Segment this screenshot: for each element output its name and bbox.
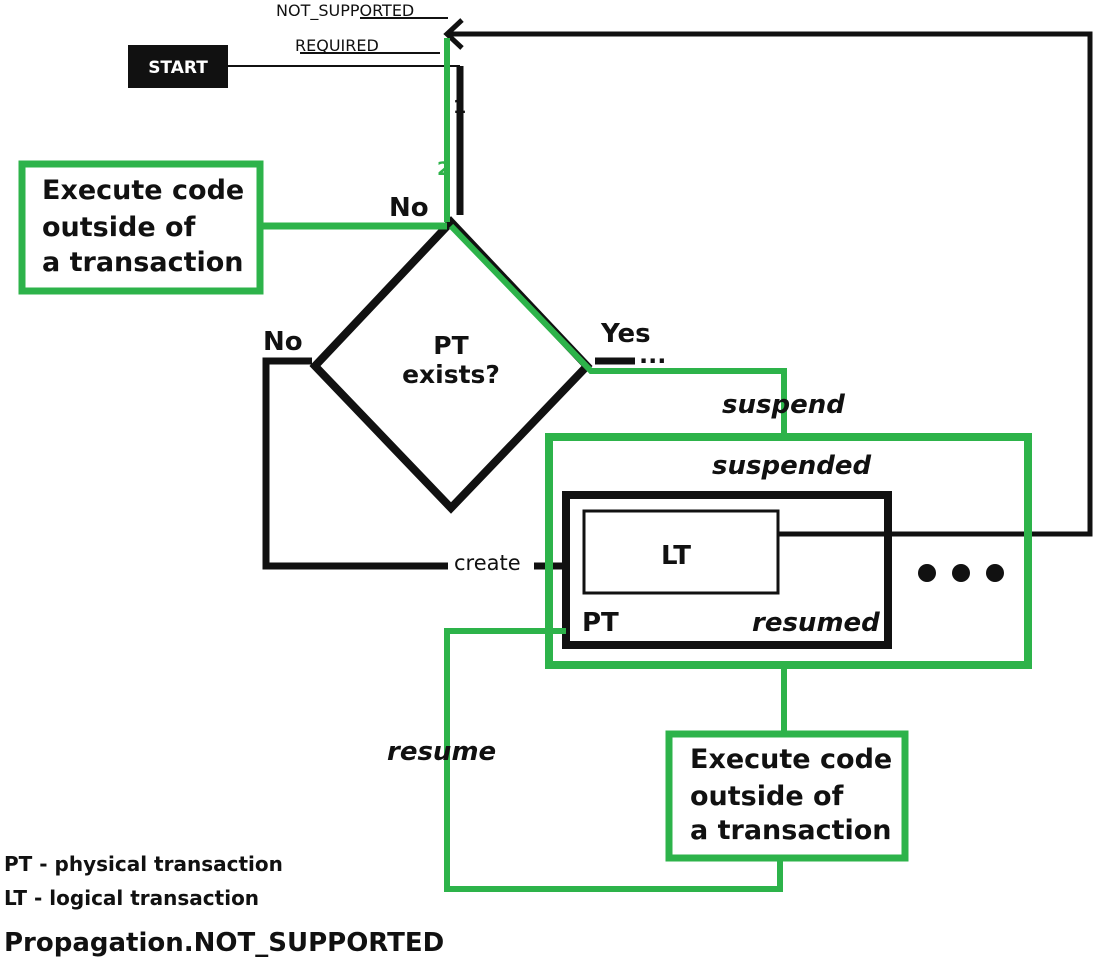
dot-1 [918,564,936,582]
green-connectors [18,38,1032,892]
diagram-title: Propagation.NOT_SUPPORTED [4,928,444,958]
execute-bottom-line3: a transaction [690,815,892,846]
not-supported-label: NOT_SUPPORTED [276,1,414,21]
decision-line1: PT [433,331,468,360]
lt-label: LT [661,541,691,571]
start-label: START [148,58,208,78]
suspend-label: suspend [722,390,845,420]
execute-box-bottom [665,730,909,862]
execute-top-line2: outside of [42,212,196,243]
suspend-path [448,223,787,437]
legend-pt: PT - physical transaction [4,852,283,876]
pt-box [562,491,892,649]
suspended-box [545,433,1032,669]
execute-top-line3: a transaction [42,247,244,278]
dot-3 [986,564,1004,582]
decision-line2: exists? [402,360,500,389]
pt-label: PT [582,608,619,638]
resumed-label: resumed [752,608,880,638]
resume-path [444,628,783,892]
branch-yes: Yes [600,319,651,349]
legend-lt: LT - logical transaction [4,886,259,910]
dot-2 [952,564,970,582]
lt-box [582,509,780,595]
start-block [128,45,228,88]
no-create-path [262,357,448,570]
return-arrow-head [443,18,464,50]
execute-box-top [18,160,264,295]
execute-bottom-line2: outside of [690,781,844,812]
required-label: REQUIRED [295,36,379,55]
suspended-label: suspended [712,451,871,481]
execute-bottom-line1: Execute code [690,744,892,775]
resume-label: resume [387,737,496,767]
create-label: create [454,551,521,575]
more-dots [918,564,1004,582]
branch-no-left: No [263,327,303,357]
branch-no-top: No [389,193,429,223]
execute-top-line1: Execute code [42,175,244,206]
path-number-2: 2 [437,158,450,180]
branch-ellipsis: ... [639,341,666,369]
black-connectors [228,17,1093,649]
return-arrow-line [447,31,1093,537]
path-number-1: 1 [453,96,466,118]
